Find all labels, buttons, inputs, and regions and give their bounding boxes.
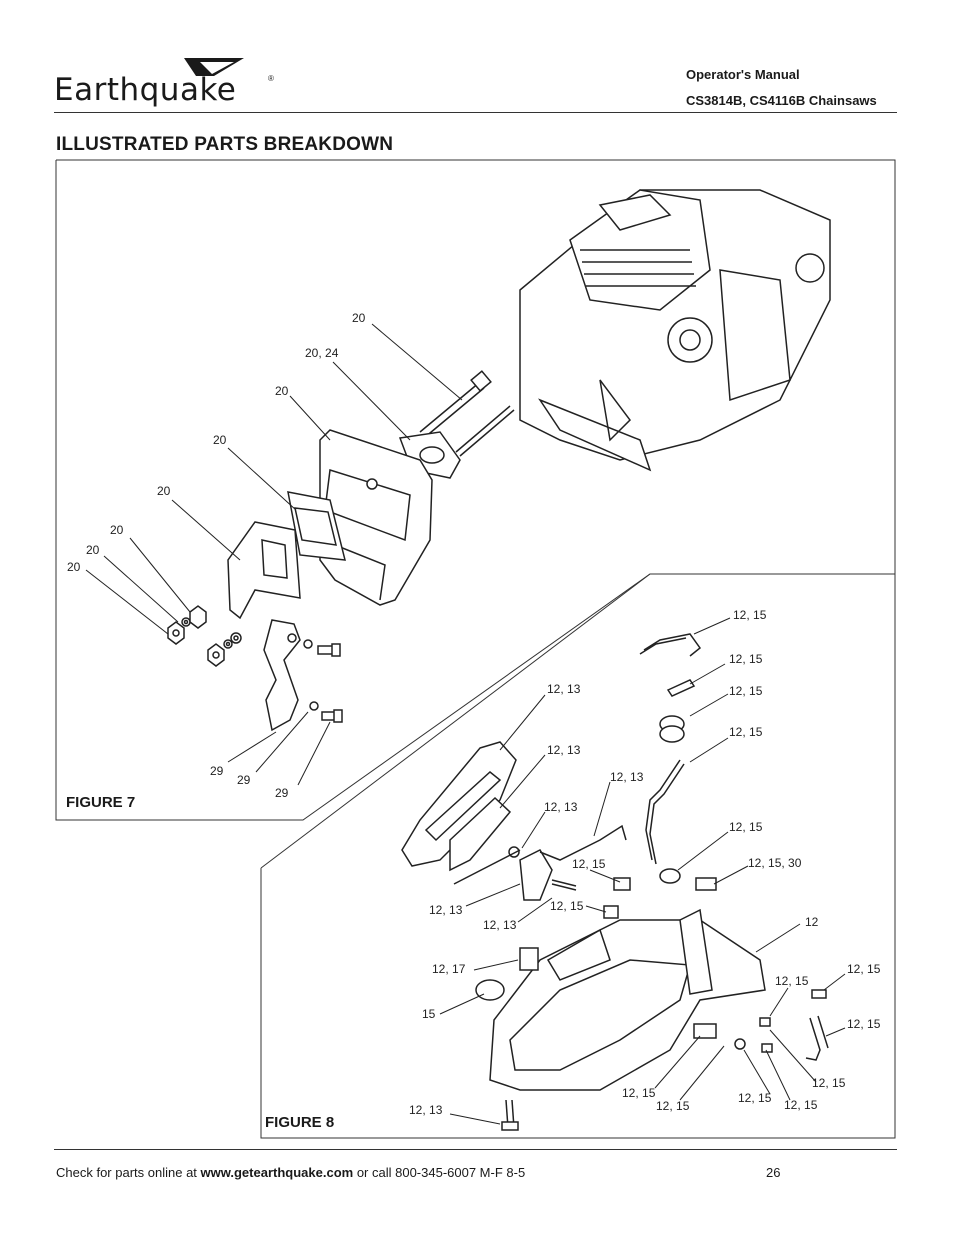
callout-label: 20 [352,311,366,325]
registered-mark: ® [268,74,274,83]
callout-label: 12, 15 [572,857,606,871]
callout-label: 12, 15 [738,1091,772,1105]
callout-label: 12, 13 [429,903,463,917]
brand-wordmark: Earthquake [54,72,237,108]
logo-swoosh-icon [184,58,244,76]
screws-drawing [303,639,343,723]
callout-label: 20 [275,384,289,398]
footer-suffix: or call 800-345-6007 M-F 8-5 [353,1165,526,1180]
callout-label: 29 [237,773,251,787]
figure8-leaders [439,617,846,1125]
muffler-drawing [319,429,433,606]
callout-label: 12, 17 [432,962,466,976]
callout-label: 12, 15 [733,608,767,622]
callout-label: 12, 15 [622,1086,656,1100]
callout-label: 15 [422,1007,436,1021]
callout-label: 12, 15 [847,1017,881,1031]
footer-url-link[interactable]: www.getearthquake.com [200,1165,354,1180]
engine-block-drawing [519,189,831,472]
manual-models: CS3814B, CS4116B Chainsaws [686,93,877,108]
callout-label: 20 [67,560,81,574]
callout-label: 12, 15 [729,652,763,666]
callout-label: 12, 13 [409,1103,443,1117]
fuel-lines-drawing [603,633,829,1061]
callout-label: 29 [275,786,289,800]
callout-label: 12, 15 [729,684,763,698]
figure8-frame [260,573,896,1139]
brand-logo: Earthquake ® [54,52,284,112]
callout-label: 12, 15 [812,1076,846,1090]
manual-title: Operator's Manual [686,67,800,82]
callout-label: 20 [86,543,100,557]
figure7-leaders [85,323,463,786]
callout-label: 20 [110,523,124,537]
callout-label: 29 [210,764,224,778]
footer-divider [54,1149,897,1150]
callout-label: 20, 24 [305,346,339,360]
manual-header: Operator's Manual CS3814B, CS4116B Chain… [686,62,877,114]
callout-label: 12, 15, 30 [748,856,802,870]
footer-prefix: Check for parts online at [56,1165,201,1180]
figure8-label: FIGURE 8 [265,1114,335,1131]
callout-label: 12, 13 [547,682,581,696]
nuts-washers-drawing [167,605,242,667]
callout-label: 20 [157,484,171,498]
crankcase-drawing [475,908,827,1131]
bracket-drawing [263,619,301,732]
callout-label: 12, 13 [547,743,581,757]
trigger-parts-drawing [453,824,627,901]
header-divider [54,112,897,113]
callout-label: 12, 15 [847,962,881,976]
callout-label: 12, 15 [775,974,809,988]
callout-label: 20 [213,433,227,447]
callout-label: 12, 15 [550,899,584,913]
muffler-bolts-drawing [419,370,515,457]
rear-handle-drawing [401,741,517,872]
footer-text: Check for parts online at www.getearthqu… [56,1165,525,1180]
callout-label: 12, 15 [656,1099,690,1113]
page-title: ILLUSTRATED PARTS BREAKDOWN [56,134,394,155]
callout-label: 12, 15 [729,820,763,834]
callout-label: 12 [805,915,819,929]
callout-label: 12, 13 [544,800,578,814]
callout-label: 12, 15 [729,725,763,739]
callout-label: 12, 13 [483,918,517,932]
callout-label: 12, 13 [610,770,644,784]
page-number: 26 [766,1165,781,1180]
callout-label: 12, 15 [784,1098,818,1112]
figure7-label: FIGURE 7 [66,794,136,811]
muffler-shield-drawing [227,491,346,620]
